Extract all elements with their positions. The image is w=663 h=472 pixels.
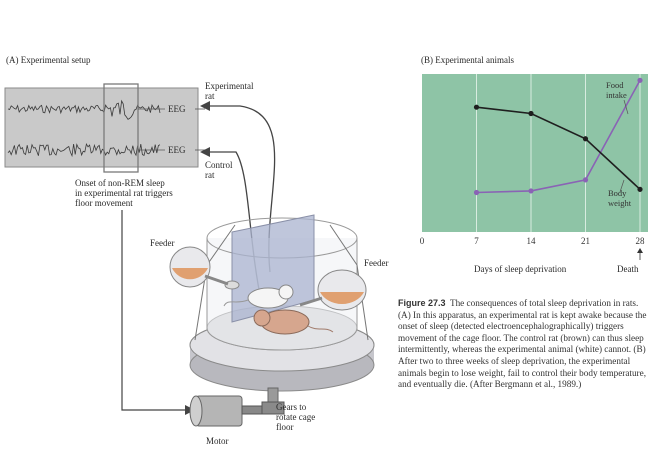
data-point	[637, 186, 643, 192]
feeder-left-label: Feeder	[150, 238, 175, 248]
x-axis-label: Days of sleep deprivation	[474, 264, 567, 274]
panel-b-title: (B) Experimental animals	[421, 55, 514, 65]
motor	[189, 395, 263, 427]
x-tick-label: 7	[474, 236, 479, 246]
data-point	[528, 188, 534, 194]
eeg-label-bottom: EEG	[168, 145, 186, 155]
onset-highlight-box	[103, 83, 139, 173]
right-feeder	[299, 269, 367, 311]
x-tick-label: 0	[420, 236, 425, 246]
control-rat-label: Control rat	[205, 160, 233, 180]
plot-area	[422, 74, 648, 232]
left-feeder	[169, 246, 240, 290]
control-rat-brown	[253, 309, 334, 335]
leader-line	[619, 179, 625, 193]
series-line-0	[476, 79, 641, 194]
series-line-1	[476, 106, 641, 190]
gears-label: Gears to rotate cage floor	[276, 402, 316, 432]
trigger-arrow	[121, 210, 188, 411]
eeg-display	[4, 87, 199, 168]
caption-text: The consequences of total sleep deprivat…	[398, 298, 647, 390]
eeg-trace-control	[7, 143, 161, 158]
death-label: Death	[617, 264, 639, 274]
figure-number: Figure 27.3	[398, 298, 446, 308]
eeg-trace-experimental	[7, 99, 161, 120]
experimental-rat-label: Experimental rat	[205, 81, 254, 101]
data-point	[473, 104, 480, 110]
data-point	[582, 177, 589, 183]
x-tick-label: 14	[527, 236, 537, 246]
figure-caption: Figure 27.3 The consequences of total sl…	[398, 298, 648, 391]
experimental-rat-white	[223, 284, 294, 309]
feeder-right-label: Feeder	[364, 258, 389, 268]
experimental-setup-illustration	[4, 83, 375, 427]
panel-a-title: (A) Experimental setup	[6, 55, 91, 65]
x-tick-label: 21	[581, 236, 590, 246]
onset-caption: Onset of non-REM sleep in experimental r…	[75, 178, 173, 208]
motor-label: Motor	[206, 436, 229, 446]
death-arrowhead	[637, 248, 643, 253]
data-point	[637, 77, 643, 83]
leader-line	[623, 99, 629, 115]
x-tick-label: 28	[636, 236, 646, 246]
data-point	[473, 189, 480, 196]
eeg-label-top: EEG	[168, 104, 186, 114]
data-point	[528, 110, 534, 117]
data-point	[582, 136, 589, 142]
